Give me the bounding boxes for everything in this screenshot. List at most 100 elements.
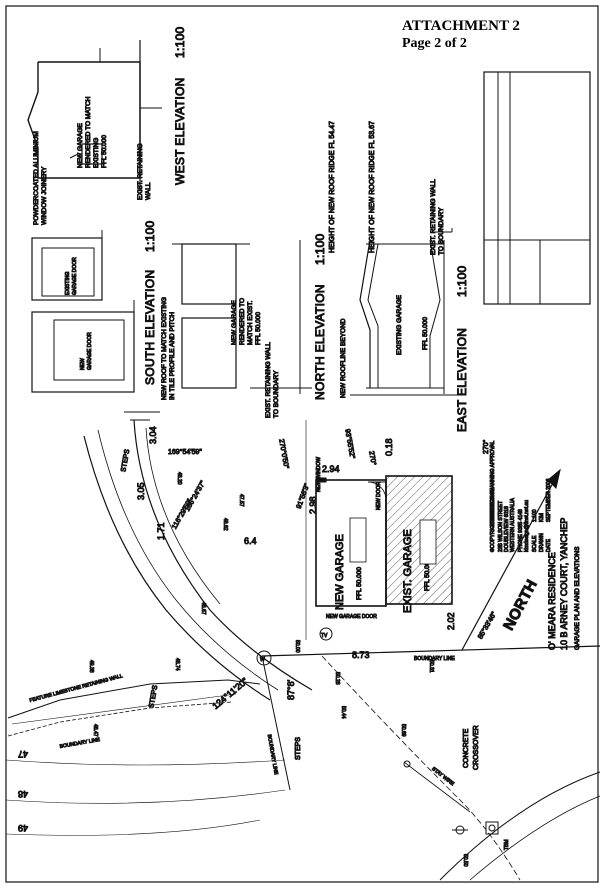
tbm-label: TBM: [504, 839, 510, 850]
sheet-border: [5, 5, 599, 883]
drawn-value: KIM: [539, 513, 545, 522]
level-48-47: 48.47: [92, 724, 98, 737]
bearing-10: 270°: [367, 450, 377, 466]
south-door-existing-1: EXISTING: [65, 272, 71, 295]
boundary-label: BOUNDARY LINE: [414, 656, 455, 662]
north-wall-note-1: EXIST. RETAINING WALL: [265, 342, 272, 418]
address-line-1: 23B WILSON STREET: [498, 501, 504, 552]
north-elevation: NEW GARAGE RENDERED TO MATCH EXIST. FFL …: [172, 233, 348, 419]
west-window-note-1: POWDERCOATED ALUMINIUM: [33, 131, 40, 225]
bearing-3: 116°29'59": [170, 497, 194, 530]
contour-label-47: 47: [18, 749, 28, 759]
page-number: Page 2 of 2: [402, 36, 467, 51]
dim-87-8: 87°8': [286, 679, 296, 700]
east-wall-note-2: TO BOUNDARY: [438, 207, 445, 255]
east-wall-note-1: EXIST. RETAINING WALL: [430, 179, 437, 255]
stay-wire: [403, 761, 471, 813]
north-note-3: MATCH EXIST.: [247, 301, 254, 345]
steps-label-2: STEPS: [148, 684, 159, 708]
south-roof-note-2: IN TILE PROFILE AND PITCH: [169, 312, 176, 400]
stay-wire-label: STAY WIRE: [430, 766, 455, 788]
level-50-69: 50.69: [400, 724, 406, 737]
bearing-8: 85°33'46": [476, 610, 498, 640]
address-line-3: WESTERN AUSTRALIA: [510, 497, 516, 552]
date-value: SEPTEMBER 2006: [546, 478, 552, 522]
contour-label-49: 49: [18, 823, 28, 833]
steps-label-3: STEPS: [295, 737, 302, 760]
boundary-line-south: [261, 645, 601, 657]
existing-garage-ffl: FFL 50.000: [424, 558, 431, 591]
north-elevation-title: NORTH ELEVATION: [313, 284, 327, 400]
west-note-3: EXISTING: [93, 138, 100, 168]
project-name: O' MEARA RESIDENCE: [547, 552, 557, 650]
west-elevation-scale: 1:100: [173, 26, 187, 58]
copyright: ©COPYRIGHT KIM DESIGN: [489, 487, 496, 552]
dim-8-73: 8.73: [352, 650, 370, 660]
drawn-label: DRAWN: [539, 533, 545, 552]
level-49-38: 49.38: [88, 660, 94, 673]
east-elevation: HEIGHT OF NEW ROOF RIDGE FL 54.47 HEIGHT…: [329, 121, 470, 433]
west-elevation-title: WEST ELEVATION: [173, 77, 187, 185]
north-arrow-line: [461, 469, 561, 651]
new-garage-ffl: FFL 50.000: [356, 567, 363, 600]
new-window-label: NEW WINDOW: [316, 457, 322, 492]
east-ridge-exist: HEIGHT OF NEW ROOF RIDGE FL 53.67: [369, 121, 376, 253]
tv-marker: [319, 627, 333, 641]
tv-marker-label: TV: [321, 633, 328, 639]
email: kimdesign@iinet.net.au: [524, 500, 530, 552]
contour-47: [5, 759, 286, 766]
south-door-new-1: NEW: [80, 358, 86, 370]
existing-garage-footprint: [385, 475, 453, 605]
bearing-5: 93°55'52": [343, 428, 356, 459]
west-wall-note-2: WALL: [145, 182, 152, 200]
bearing-1: 169°54'59": [168, 448, 202, 456]
contour-49: [5, 819, 261, 836]
retaining-wall-label: FEATURE LIMESTONE RETAINING WALL: [29, 673, 124, 704]
site-plan: 47 48 49 STEPS STEPS STEPS NEW GARAGE FF…: [5, 411, 601, 881]
level-47-57: 47.57: [238, 494, 244, 507]
boundary-line-west: [261, 655, 291, 791]
west-note-1: NEW GARAGE: [77, 123, 84, 168]
dim-6-4: 6.4: [244, 536, 257, 546]
west-note-2: RENDERED TO MATCH: [85, 96, 92, 168]
west-wall-note-1: EXIST. RETAINING: [137, 143, 144, 200]
issue-number: ISSUE 1: [490, 502, 496, 521]
crossover-label-1: CONCRETE: [463, 728, 470, 768]
dim-3-04: 3.04: [148, 426, 158, 444]
west-elevation: NEW GARAGE RENDERED TO MATCH EXISTING FF…: [27, 26, 188, 226]
north-note-2: RENDERED TO: [239, 298, 246, 345]
level-50-31: 50.31: [428, 660, 434, 673]
contour-48: [5, 789, 286, 804]
level-50-44: 50.44: [340, 706, 346, 719]
north-wall-note-2: TO BOUNDARY: [273, 370, 280, 418]
east-ridge-new: HEIGHT OF NEW ROOF RIDGE FL 54.47: [329, 121, 336, 253]
scale-label: SCALE: [532, 535, 538, 552]
dim-1-71: 1.71: [156, 522, 166, 540]
issue-description: ISSUED FOR PLANNING APPROVAL: [490, 441, 496, 526]
water-marker-label: W: [260, 657, 265, 663]
tbm-marker: [485, 821, 499, 835]
level-50-00: 50.00: [294, 640, 300, 653]
dim-2-94: 2.94: [322, 464, 340, 474]
level-48-67: 48.67: [200, 602, 206, 615]
north-elevation-scale: 1:100: [313, 233, 327, 265]
east-garage-label: EXISTING GARAGE: [396, 294, 403, 355]
existing-garage-label: EXIST. GARAGE: [402, 529, 414, 613]
steps-label-1: STEPS: [120, 448, 131, 472]
dim-3-05: 3.05: [136, 482, 146, 500]
west-window-note-2: WINDOW JOINERY: [41, 166, 48, 225]
level-48-74: 48.74: [174, 658, 180, 671]
bearing-9: 270°: [482, 439, 490, 454]
new-garage-label: NEW GARAGE: [334, 534, 346, 610]
project-address: 10 B ARNEY COURT, YANCHEP: [559, 518, 569, 650]
north-ffl: FFL 50.000: [255, 312, 262, 345]
dim-2-02: 2.02: [446, 612, 456, 630]
north-roofline: NEW ROOFLINE BEYOND: [340, 318, 347, 398]
level-48-62: 48.62: [222, 518, 228, 531]
east-garage-ffl: FFL 50.000: [422, 317, 429, 350]
south-elevation: EXISTING GARAGE DOOR NEW GARAGE DOOR SOU…: [31, 220, 177, 401]
south-roof-note-1: NEW ROOF TO MATCH EXISTING: [161, 297, 168, 400]
crossover-label-2: CROSSOVER: [473, 725, 480, 770]
level-50-50: 50.50: [462, 854, 468, 867]
